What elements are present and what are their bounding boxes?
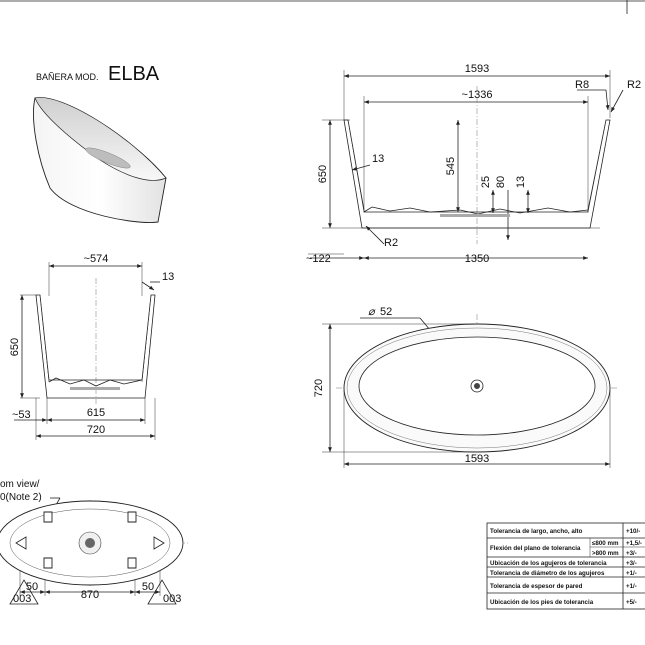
dim-end-height: 650 <box>9 338 21 356</box>
tolerance-row-2-sub: ≤800 mm <box>592 540 619 547</box>
tolerance-ref-right: 003 <box>163 593 181 605</box>
tolerance-row-5-label: Tolerancia de diámetro de los agujeros <box>490 570 605 577</box>
dim-inner-depth: 545 <box>445 157 457 175</box>
bottom-view: om view/ 0(Note 2) 50 870 50 <box>0 479 188 605</box>
dim-radius-r2-top: R2 <box>627 79 641 91</box>
tolerance-row-2-value: +1,5/- <box>626 540 642 547</box>
diameter-symbol: ⌀ <box>368 306 376 318</box>
tolerance-row-3-sub: >800 mm <box>592 550 619 557</box>
dim-radius-r2-base: R2 <box>384 237 398 249</box>
dim-drain-diameter: 52 <box>380 306 392 318</box>
tolerance-row-6-value: +1/- <box>626 583 637 590</box>
dim-wall-thickness: 13 <box>372 153 384 165</box>
drawing-title: BAÑERA MOD. ELBA <box>36 63 160 85</box>
dim-end-base-width: 615 <box>87 407 105 419</box>
tolerance-row-6-label: Tolerancia de espesor de pared <box>490 583 583 590</box>
tolerance-row-7-value: +5/- <box>626 599 637 606</box>
dim-height: 650 <box>317 165 329 183</box>
tolerance-row-1-value: +10/- <box>626 528 640 535</box>
dim-base-offset: ~122 <box>306 253 331 265</box>
dim-end-overall-width: 720 <box>87 424 105 436</box>
top-view: ⌀ 52 720 1593 <box>313 306 618 468</box>
dim-end-wall-thickness: 13 <box>162 271 174 283</box>
dim-foot-25: 25 <box>480 176 492 188</box>
dim-overall-length: 1593 <box>465 63 489 75</box>
perspective-view <box>33 97 167 223</box>
tolerance-row-5-value: +1/- <box>626 570 637 577</box>
tolerance-row-7-label: Ubicación de los pies de tolerancia <box>490 599 594 606</box>
end-view: ~574 13 650 ~53 615 720 <box>9 253 174 440</box>
bottom-view-label-line1: om view/ <box>0 479 40 490</box>
dim-bottom-gap-left: 50 <box>26 581 38 593</box>
bottom-view-label-line2: 0(Note 2) <box>0 492 42 503</box>
title-model: ELBA <box>108 63 160 85</box>
tolerance-row-3-value: +3/- <box>626 550 637 557</box>
dim-top-length: 1593 <box>465 453 489 465</box>
dim-foot-80: 80 <box>495 176 507 188</box>
tolerance-row-2-label: Flexión del plano de tolerancia <box>490 545 581 552</box>
dim-end-inner-width: ~574 <box>84 253 109 265</box>
dim-foot-13: 13 <box>515 176 527 188</box>
dim-bottom-feet-spacing: 870 <box>81 589 99 601</box>
side-view: 1593 ~1336 R8 R2 650 13 545 25 80 13 R2 … <box>306 63 641 265</box>
dim-bottom-gap-right: 50 <box>142 581 154 593</box>
dim-inner-length: ~1336 <box>462 89 493 101</box>
tolerance-table: Tolerancia de largo, ancho, alto +10/- F… <box>486 522 645 610</box>
tolerance-ref-left: 003 <box>13 593 31 605</box>
tolerance-row-4-value: +3/- <box>626 560 637 567</box>
tolerance-row-4-label: Ubicación de los agujeros de tolerancia <box>490 560 607 567</box>
dim-end-base-offset: ~53 <box>12 409 31 421</box>
dim-top-width: 720 <box>313 379 325 397</box>
title-prefix: BAÑERA MOD. <box>36 72 99 82</box>
dim-base-length: 1350 <box>465 253 489 265</box>
tolerance-row-1-label: Tolerancia de largo, ancho, alto <box>490 528 583 535</box>
dim-radius-r8: R8 <box>575 79 589 91</box>
